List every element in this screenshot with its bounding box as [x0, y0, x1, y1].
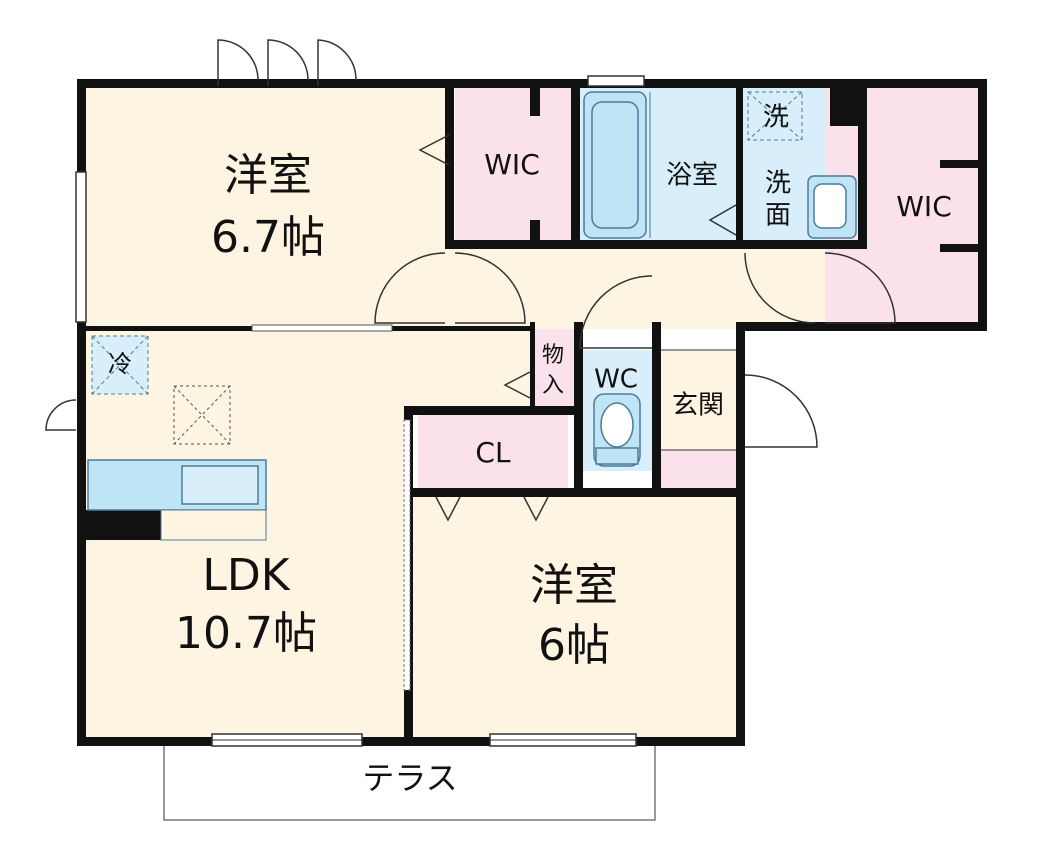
label-fridge: 冷	[108, 350, 132, 378]
door-swing-icon	[418, 134, 450, 166]
room-name-ldk: LDK	[202, 550, 290, 601]
room-name-wic-1: WIC	[484, 148, 540, 181]
floor-ldk-upper	[412, 329, 530, 409]
door-swing-icon	[45, 399, 77, 431]
floor-wic-1	[455, 86, 572, 244]
door-swing-icon	[454, 252, 526, 324]
door-swing-icon	[824, 252, 896, 324]
label-washer: 洗	[763, 103, 789, 133]
labels: 洋室 6.7帖 WIC 浴室 洗 洗 面 WIC 冷 物 入 WC 玄関 CL …	[108, 103, 952, 798]
door-swing-icon	[708, 204, 737, 236]
door-swing-icon	[523, 496, 549, 522]
floor-storage	[530, 329, 574, 409]
sliding-partition	[403, 419, 411, 691]
room-name-toilet: WC	[594, 365, 638, 395]
sliding-partition	[251, 324, 393, 332]
door-swing-icon	[503, 371, 531, 399]
floor-entrance-step	[660, 450, 736, 490]
label-terrace: テラス	[362, 759, 457, 797]
room-name-closet: CL	[475, 436, 511, 469]
door-swing-icon	[317, 39, 357, 86]
door-swing-icon	[217, 39, 259, 86]
room-name-bathroom: 浴室	[666, 161, 718, 191]
fixtures	[87, 91, 857, 541]
door-swing-icon	[374, 252, 446, 324]
door-swing-icon	[579, 275, 653, 349]
room-name-washroom-1: 洗	[765, 169, 791, 199]
room-size-ldk: 10.7帖	[175, 608, 317, 659]
windows	[75, 75, 645, 747]
doors	[45, 39, 896, 522]
fridge-spot	[91, 335, 149, 395]
room-name-storage-1: 物	[542, 343, 564, 368]
room-name-storage-2: 入	[542, 373, 564, 398]
room-name-western-1: 洋室	[224, 150, 312, 201]
room-name-washroom-2: 面	[765, 201, 791, 231]
room-size-western-1: 6.7帖	[211, 212, 325, 263]
door-swing-icon	[267, 39, 309, 86]
floor-western-room-1	[84, 86, 449, 329]
window-icon	[587, 75, 645, 87]
door-swing-icon	[744, 374, 818, 448]
room-name-western-2: 洋室	[530, 560, 618, 611]
ceiling-hatch	[173, 385, 231, 445]
door-swing-icon	[744, 252, 816, 324]
door-swing-icon	[435, 496, 461, 522]
floor-closet	[418, 415, 568, 489]
room-name-wic-2: WIC	[896, 190, 952, 223]
floor-entrance	[660, 350, 736, 450]
room-size-western-2: 6帖	[538, 620, 610, 671]
floor-hall	[449, 249, 825, 329]
window-icon	[75, 171, 87, 323]
room-name-entrance: 玄関	[672, 391, 724, 421]
floor-western-room-2	[412, 490, 742, 740]
bathtub-icon	[583, 91, 647, 239]
